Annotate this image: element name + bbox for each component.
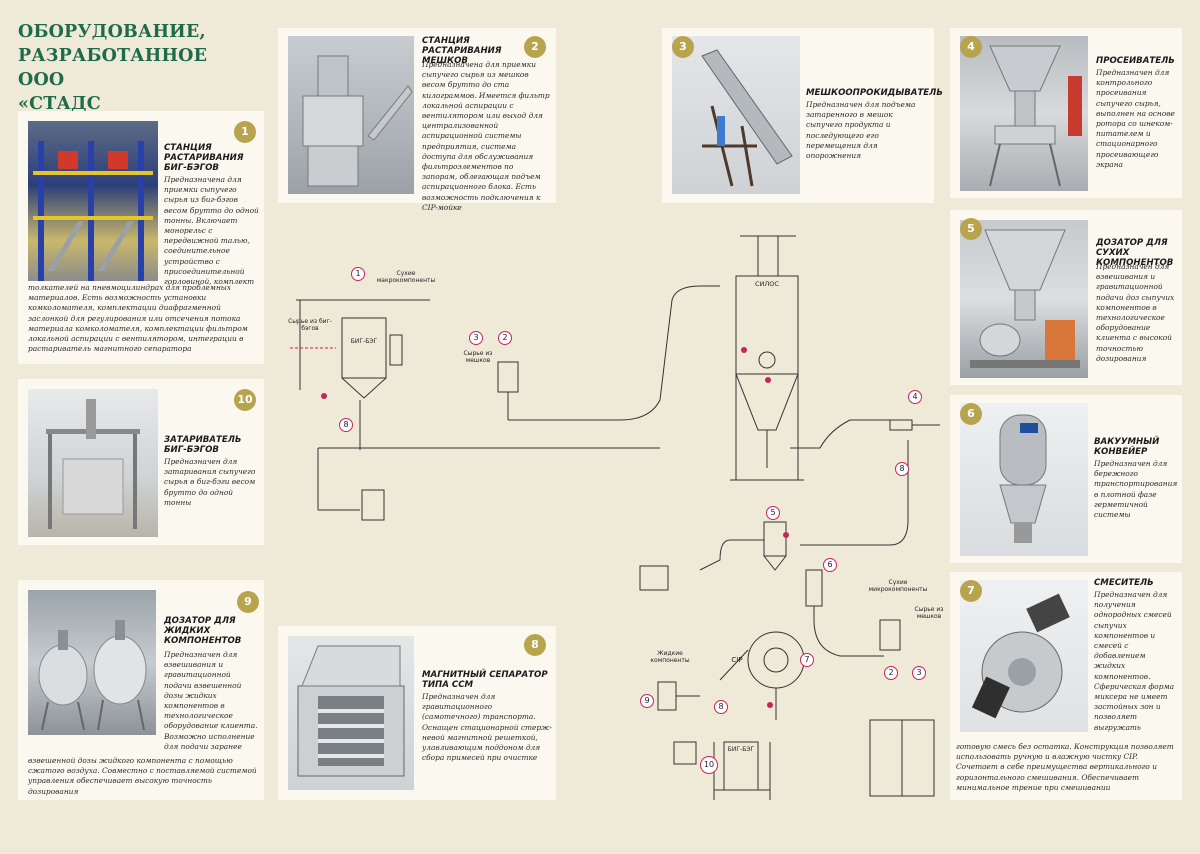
badge-number: 10 [234, 389, 256, 411]
label-bigbag: БИГ-БЭГ [350, 338, 378, 345]
card-description-continued: толкателей на пневмоцилиндрах для пробле… [28, 283, 248, 354]
card-title: ВАКУУМНЫЙ КОНВЕЙЕР [1094, 437, 1160, 457]
card-title: ДОЗАТОР ДЛЯ ЖИДКИХ КОМПОНЕНТОВ [164, 616, 242, 646]
card-bigbag-filler: 10 ЗАТАРИВАТЕЛЬ БИГ-БЭГОВ Предназначен д… [18, 379, 264, 545]
label-raw-bags-2: Сырье из мешков [914, 606, 944, 620]
bigbag-filler-illustration [46, 399, 140, 529]
card-title: ДОЗАТОР ДЛЯ СУХИХ КОМПОНЕНТОВ [1096, 238, 1174, 268]
bag-station-illustration [302, 55, 413, 187]
badge-number: 4 [960, 36, 982, 58]
card-description: Предназначен для контрольного просеивани… [1096, 68, 1175, 169]
sifter-illustration [989, 45, 1082, 187]
label-dry-macro: Сухие макрокомпоненты [376, 270, 436, 284]
diagram-marker-8c: 8 [714, 700, 728, 714]
card-title: МЕШКООПРОКИДЫВАТЕЛЬ [806, 88, 943, 98]
badge-number: 7 [960, 580, 982, 602]
card-description: Предназначен для гравитацион­ного (самот… [422, 692, 552, 763]
dry-doser-illustration [970, 229, 1080, 368]
card-bag-unloading: 2 СТАНЦИЯ РАСТАРИВАНИЯ МЕШКОВ Предназнач… [278, 28, 556, 212]
card-vacuum-conveyor: 6 ВАКУУМНЫЙ КОНВЕЙЕР Предназначен для бе… [950, 395, 1182, 563]
diagram-marker-7: 7 [800, 653, 814, 667]
diagram-marker-8b: 8 [895, 462, 909, 476]
badge-number: 2 [524, 36, 546, 58]
diagram-marker-6: 6 [823, 558, 837, 572]
card-mixer: 7 СМЕСИТЕЛЬ Предназначен для получения о… [950, 572, 1182, 800]
badge-number: 8 [524, 634, 546, 656]
badge-number: 9 [237, 591, 259, 613]
mixer-sphere [747, 631, 805, 689]
diagram-marker-9: 9 [640, 694, 654, 708]
diagram-marker-2: 2 [498, 331, 512, 345]
bigbag-unit-outline [341, 317, 387, 379]
diagram-marker-10: 10 [700, 756, 718, 774]
card-description-continued: взвешенной дозы жидкого компонента с пом… [28, 756, 257, 796]
card-title: ПРОСЕИВАТЕЛЬ [1096, 56, 1175, 66]
photo-bigbag-filler [28, 389, 158, 537]
card-description: Предназначена для приемки сыпучего сырья… [422, 60, 550, 212]
label-cip: CIP [731, 656, 743, 664]
card-title: ЗАТАРИВАТЕЛЬ БИГ-БЭГОВ [164, 435, 242, 455]
photo-dry-doser [960, 220, 1088, 378]
card-title: СТАНЦИЯ РАСТАРИВАНИЯ БИГ-БЭГОВ [164, 143, 244, 173]
silo-body [735, 275, 799, 375]
diagram-marker-2b: 2 [884, 666, 898, 680]
diagram-marker-8a: 8 [339, 418, 353, 432]
badge-number: 1 [234, 121, 256, 143]
label-raw-bigbag: Сырье из биг-бэгов [288, 318, 332, 332]
liquid-tanks-illustration [38, 620, 147, 731]
diagram-marker-4: 4 [908, 390, 922, 404]
label-raw-bags: Сырье из мешков [463, 350, 493, 364]
diagram-marker-5: 5 [766, 506, 780, 520]
label-dry-micro: Сухие микрокомпоненты [868, 579, 928, 593]
card-description-continued: готовую смесь без остатка. Конструкция п… [956, 742, 1174, 792]
photo-bigbag-station [28, 121, 158, 281]
card-description: Предназначен для взвешивания и гравитаци… [1096, 262, 1175, 363]
card-title: МАГНИТНЫЙ СЕПАРАТОР ТИПА ССМ [422, 670, 548, 690]
card-bag-tipper: 3 МЕШКООПРОКИДЫВАТЕЛЬ Предназначен для п… [662, 28, 943, 203]
card-title: СМЕСИТЕЛЬ [1094, 578, 1154, 588]
badge-number: 5 [960, 218, 982, 240]
label-liquid: Жидкие компоненты [650, 650, 690, 664]
title-line-1: ОБОРУДОВАНИЕ, [18, 22, 206, 42]
card-dry-doser: 5 ДОЗАТОР ДЛЯ СУХИХ КОМПОНЕНТОВ Предназн… [950, 210, 1182, 385]
diagram-marker-1: 1 [351, 267, 365, 281]
card-description: Предназначен для подъема затаренного в м… [806, 100, 916, 161]
card-bigbag-unloading: 1 СТАНЦИЯ РАСТАРИВАНИЯ БИГ-БЭГОВ Предназ… [18, 111, 264, 364]
photo-bag-station [288, 36, 414, 194]
photo-mixer [960, 580, 1088, 732]
diagram-marker-3b: 3 [912, 666, 926, 680]
magnetic-separator-illustration [297, 645, 405, 777]
card-description: Предназначен для получения однородных см… [1094, 590, 1174, 732]
card-title: СТАНЦИЯ РАСТАРИВАНИЯ МЕШКОВ [422, 36, 502, 66]
badge-number: 3 [672, 36, 694, 58]
bigbag-station-illustration [33, 141, 153, 281]
photo-sifter [960, 36, 1088, 191]
photo-bag-tipper [672, 36, 800, 194]
card-sifter: 4 ПРОСЕИВАТЕЛЬ Предназначен для контроль… [950, 28, 1182, 198]
mixer-illustration [971, 593, 1070, 719]
card-description: Предназначена для приемки сыпучего сырья… [164, 175, 259, 287]
label-bigbag-bottom: БИГ-БЭГ [727, 746, 755, 753]
vacuum-conveyor-illustration [999, 414, 1047, 543]
photo-vacuum-conveyor [960, 403, 1088, 556]
card-magnetic-separator: 8 МАГНИТНЫЙ СЕПАРАТОР ТИПА ССМ Предназна… [278, 626, 556, 800]
diagram-marker-3: 3 [469, 331, 483, 345]
badge-number: 6 [960, 403, 982, 425]
photo-liquid-doser [28, 590, 156, 735]
label-silo: СИЛОС [755, 280, 779, 288]
card-description: Предназначен для затаривания сыпучего сы… [164, 457, 256, 507]
page-title: ОБОРУДОВАНИЕ, РАЗРАБОТАННОЕ ООО «СТАДС И… [18, 20, 258, 140]
photo-magnetic-separator [288, 636, 414, 790]
card-liquid-doser: 9 ДОЗАТОР ДЛЯ ЖИДКИХ КОМПОНЕНТОВ Предназ… [18, 580, 264, 800]
title-line-2: РАЗРАБОТАННОЕ ООО [18, 46, 208, 90]
card-description: Предназначен для бережного транспортиров… [1094, 459, 1178, 520]
card-description: Предназначен для взвешивания и гравитаци… [164, 650, 258, 751]
bag-tipper-illustration [701, 49, 793, 187]
